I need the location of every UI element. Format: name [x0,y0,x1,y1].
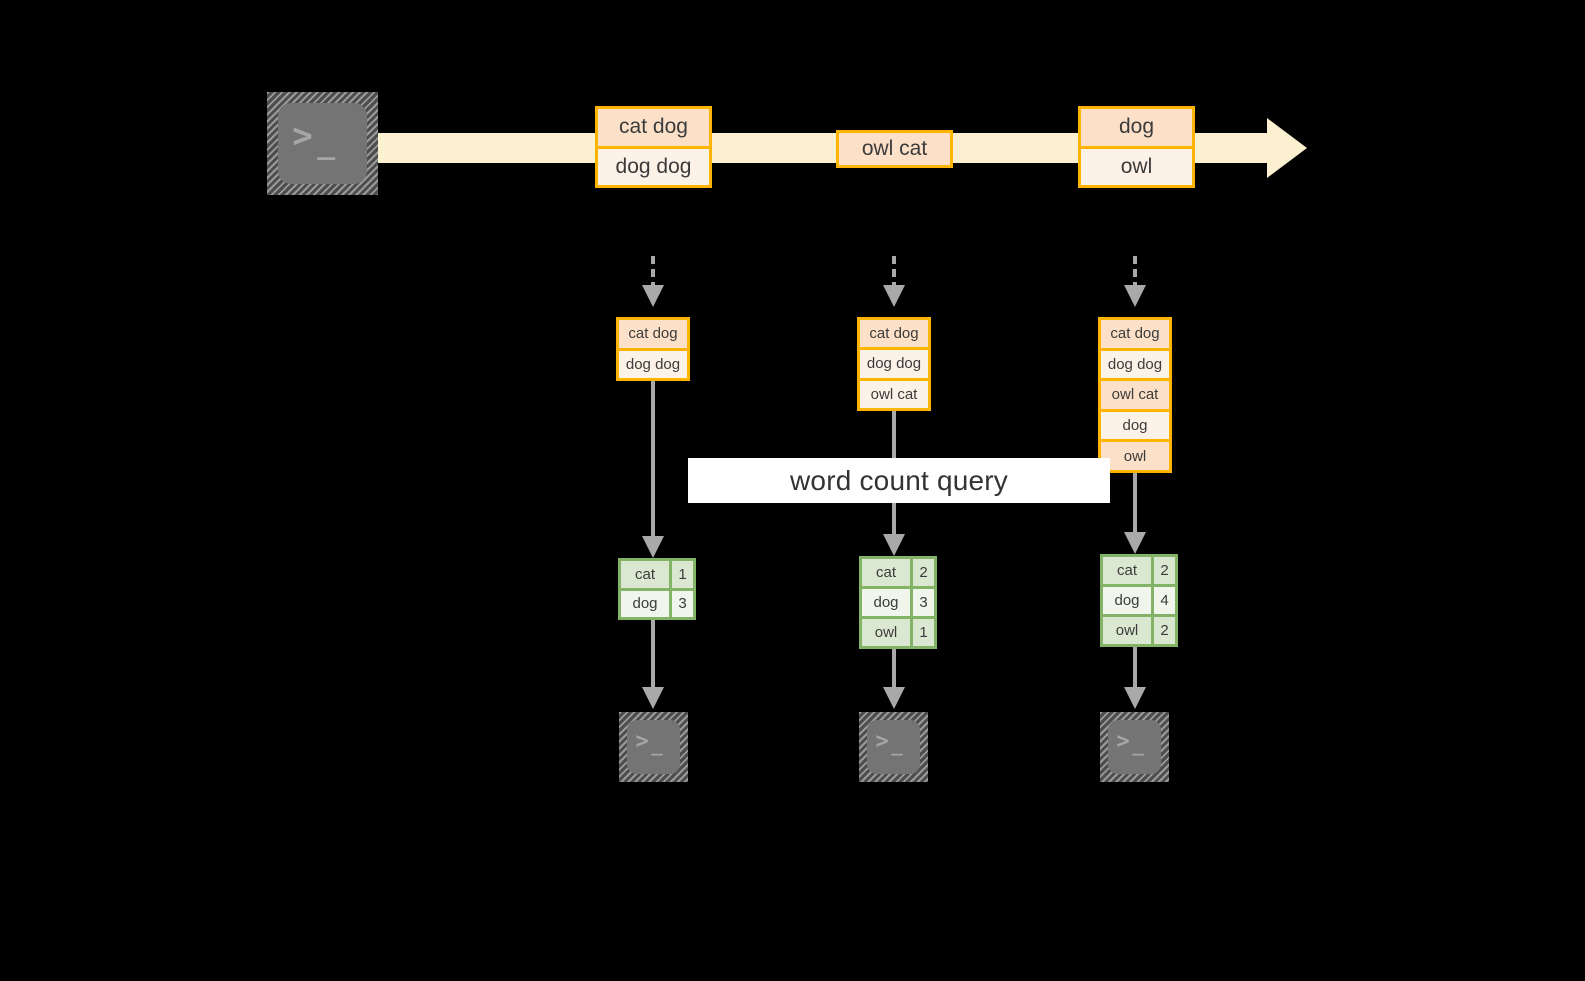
table-row: owl 1 [862,616,934,646]
stream-event-line: dog dog [598,145,709,185]
snapshot-input-line: dog [1101,408,1169,440]
snapshot-1-sink-connector [651,620,655,689]
query-label: word count query [688,458,1110,503]
source-terminal-icon[interactable]: > _ [267,92,378,195]
snapshot-2-sink-terminal-icon[interactable]: > _ [859,712,928,782]
snapshot-input-line: cat dog [860,320,928,348]
prompt-chevron-icon: > [1116,728,1130,754]
snapshot-3-query-connector-arrowhead [1124,532,1146,554]
snapshot-input-line: dog dog [860,347,928,378]
stream-event-box-1[interactable]: cat dog dog dog [595,106,712,188]
snapshot-2-sink-connector [892,649,896,689]
prompt-cursor-icon: _ [651,734,663,757]
terminal-screen: > _ [1108,720,1161,774]
count-value-cell: 1 [910,619,934,646]
snapshot-3-sink-connector [1133,647,1137,689]
prompt-cursor-icon: _ [891,734,903,757]
prompt-chevron-icon: > [875,728,889,754]
stream-event-line: dog [1081,109,1192,146]
count-word-cell: owl [862,619,910,646]
snapshot-3-sink-connector-arrowhead [1124,687,1146,709]
terminal-screen: > _ [867,720,920,774]
dashed-connector-2 [892,256,896,290]
snapshot-1-sink-connector-arrowhead [642,687,664,709]
terminal-screen: > _ [627,720,680,774]
snapshot-1-query-connector [651,381,655,539]
dashed-connector-1-arrowhead [642,285,664,307]
stream-event-line: owl cat [839,133,950,165]
snapshot-input-line: owl [1101,439,1169,470]
snapshot-3-count-table[interactable]: cat 2 dog 4 owl 2 [1100,554,1178,647]
snapshot-2-sink-connector-arrowhead [883,687,905,709]
snapshot-input-line: owl cat [860,377,928,408]
snapshot-1-input-box[interactable]: cat dog dog dog [616,317,690,381]
snapshot-input-line: cat dog [1101,320,1169,348]
snapshot-input-line: dog dog [619,347,687,378]
stream-arrow-head [1267,118,1307,178]
snapshot-input-line: owl cat [1101,378,1169,409]
table-row: dog 3 [862,586,934,616]
dashed-connector-2-arrowhead [883,285,905,307]
snapshot-1-count-table[interactable]: cat 1 dog 3 [618,558,696,620]
prompt-chevron-icon: > [292,116,313,157]
table-row: cat 2 [1103,557,1175,584]
count-word-cell: dog [621,590,669,617]
stream-event-line: cat dog [598,109,709,146]
snapshot-input-line: dog dog [1101,347,1169,379]
count-value-cell: 1 [669,561,693,588]
dashed-connector-1 [651,256,655,290]
table-row: dog 4 [1103,584,1175,614]
prompt-chevron-icon: > [635,728,649,754]
dashed-connector-3 [1133,256,1137,290]
prompt-cursor-icon: _ [317,125,336,161]
snapshot-2-count-table[interactable]: cat 2 dog 3 owl 1 [859,556,937,649]
table-row: cat 2 [862,559,934,586]
table-row: cat 1 [621,561,693,588]
count-value-cell: 2 [910,559,934,586]
stream-event-line: owl [1081,145,1192,185]
snapshot-3-sink-terminal-icon[interactable]: > _ [1100,712,1169,782]
snapshot-2-input-box[interactable]: cat dog dog dog owl cat [857,317,931,411]
count-word-cell: dog [1103,587,1151,614]
count-word-cell: owl [1103,617,1151,644]
count-value-cell: 2 [1151,617,1175,644]
count-word-cell: cat [1103,557,1151,584]
count-word-cell: cat [862,559,910,586]
terminal-screen: > _ [278,103,367,184]
snapshot-input-line: cat dog [619,320,687,348]
snapshot-3-input-box[interactable]: cat dog dog dog owl cat dog owl [1098,317,1172,473]
count-value-cell: 4 [1151,587,1175,614]
count-value-cell: 3 [669,590,693,617]
snapshot-1-query-connector-arrowhead [642,536,664,558]
count-word-cell: cat [621,561,669,588]
stream-event-box-3[interactable]: dog owl [1078,106,1195,188]
snapshot-2-query-connector-arrowhead [883,534,905,556]
snapshot-1-sink-terminal-icon[interactable]: > _ [619,712,688,782]
table-row: dog 3 [621,587,693,617]
count-word-cell: dog [862,589,910,616]
count-value-cell: 3 [910,589,934,616]
count-value-cell: 2 [1151,557,1175,584]
prompt-cursor-icon: _ [1132,734,1144,757]
snapshot-3-query-connector [1133,473,1137,535]
dashed-connector-3-arrowhead [1124,285,1146,307]
stream-event-box-2[interactable]: owl cat [836,130,953,168]
table-row: owl 2 [1103,614,1175,644]
